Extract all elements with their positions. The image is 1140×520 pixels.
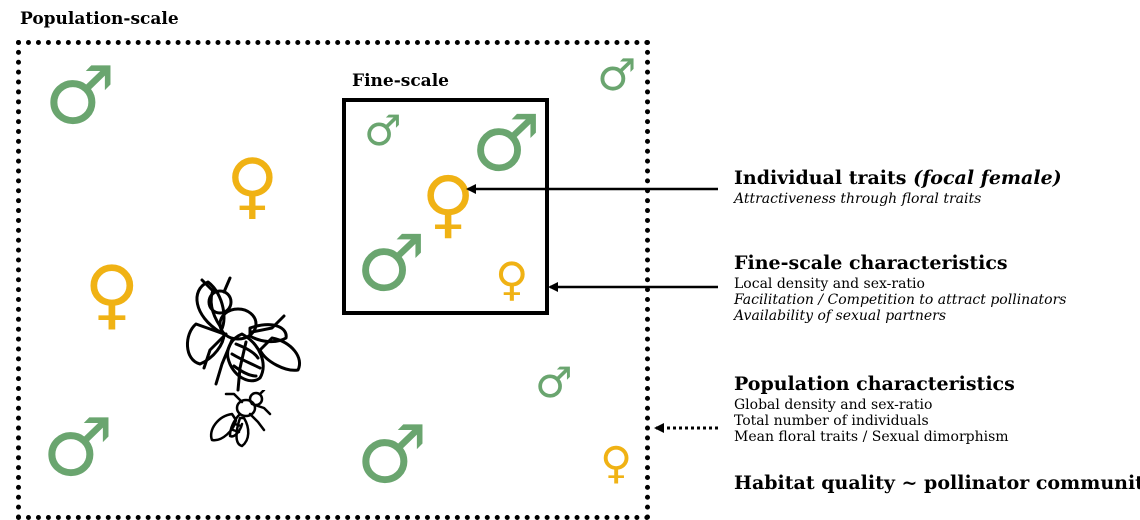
fine-scale-characteristics-title: Fine-scale characteristics: [734, 252, 1008, 274]
population-line: Mean floral traits / Sexual dimorphism: [734, 429, 1009, 445]
population-scale-title: Population-scale: [20, 9, 179, 29]
hoverfly-icon: [209, 390, 272, 448]
population-line: Global density and sex-ratio: [734, 397, 933, 413]
male-symbol: ♂: [535, 358, 573, 407]
male-symbol: ♂: [364, 106, 402, 155]
bee-icon: [186, 276, 301, 392]
individual-traits-line: Attractiveness through floral traits: [734, 191, 982, 207]
male-symbol: ♂: [356, 219, 426, 309]
fine-scale-line: Availability of sexual partners: [734, 308, 947, 324]
male-symbol: ♂: [42, 401, 114, 494]
habitat-quality-title: Habitat quality ~ pollinator community: [734, 472, 1140, 494]
individual-traits-title: Individual traits (focal female): [734, 167, 1062, 189]
population-line: Total number of individuals: [734, 413, 929, 429]
fine-scale-title: Fine-scale: [352, 71, 449, 91]
male-symbol: ♂: [44, 49, 116, 142]
female-symbol: ♀: [495, 252, 529, 306]
female-symbol: ♀: [84, 249, 140, 338]
fine-scale-line: Local density and sex-ratio: [734, 276, 925, 292]
male-symbol: ♂: [471, 99, 541, 189]
fine-scale-characteristics-block: Fine-scale characteristics Local density…: [734, 252, 1066, 324]
male-symbol: ♂: [356, 408, 428, 501]
focal-female-symbol: ♀: [421, 161, 476, 247]
population-characteristics-block: Population characteristics Global densit…: [734, 373, 1015, 445]
female-symbol: ♀: [600, 438, 633, 489]
male-symbol: ♂: [597, 50, 637, 101]
population-characteristics-title: Population characteristics: [734, 373, 1015, 395]
female-symbol: ♀: [226, 143, 279, 227]
fine-scale-line: Facilitation / Competition to attract po…: [734, 292, 1067, 308]
fine-scale-box: [342, 98, 549, 315]
individual-traits-block: Individual traits (focal female) Attract…: [734, 167, 1062, 207]
